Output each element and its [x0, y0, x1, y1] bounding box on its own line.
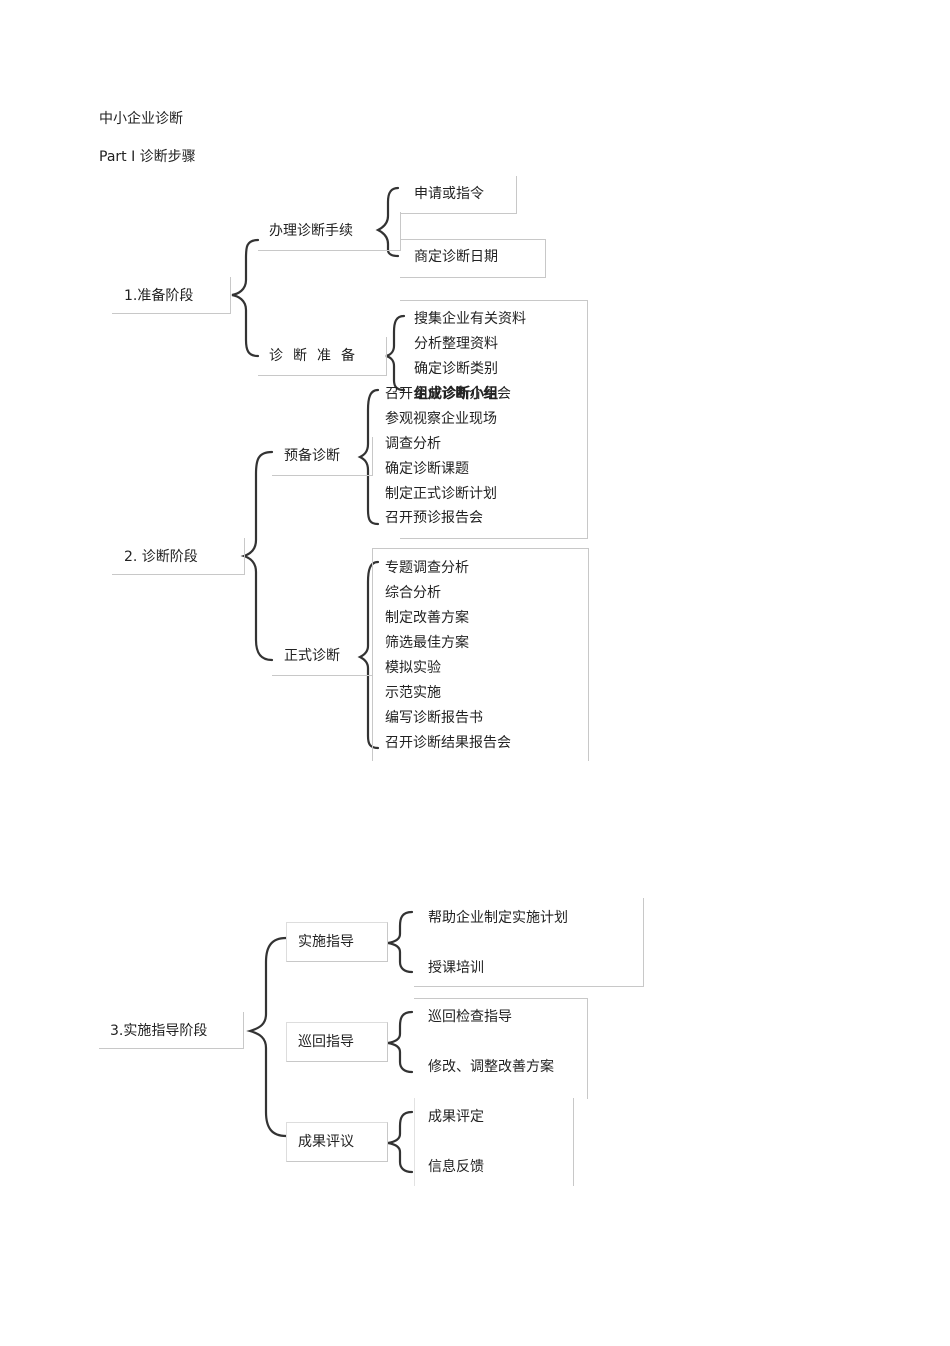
stage3-label: 3.实施指导阶段 [110, 1023, 208, 1039]
stage3-sub3-box [286, 1122, 388, 1162]
stage3-sub3-item-1: 成果评定 [428, 1109, 484, 1125]
stage2-sub2-label: 正式诊断 [284, 648, 340, 664]
stage3-sub3-label: 成果评议 [298, 1134, 354, 1150]
brace-stage3 [246, 936, 288, 1138]
stage2-sub2-item-6: 示范实施 [385, 685, 441, 701]
stage2-box [112, 538, 245, 575]
stage3-sub2-items-box [414, 998, 588, 1099]
stage3-sub3-items-border [573, 1098, 574, 1186]
document-title: 中小企业诊断 [99, 111, 183, 127]
stage3-sub2-label: 巡回指导 [298, 1034, 354, 1050]
stage3-sub2-box [286, 1022, 388, 1062]
stage2-sub2-item-1: 专题调查分析 [385, 560, 469, 576]
stage1-sub1-box [258, 212, 401, 251]
stage3-sub1-items-box [414, 898, 644, 987]
stage1-label: 1.准备阶段 [124, 288, 194, 304]
stage1-sub2-box [258, 337, 387, 376]
stage2-sub2-items-box [372, 548, 589, 761]
stage1-sub2-label: 诊断准备 [269, 348, 365, 364]
stage1-sub2-item-4: 组成诊断小组 [414, 386, 498, 402]
stage1-sub2-items-box [400, 300, 588, 539]
stage1-sub1-item-1: 申请或指令 [414, 186, 484, 202]
stage3-sub1-item-1: 帮助企业制定实施计划 [428, 910, 568, 926]
stage2-sub1-item-5: 制定正式诊断计划 [385, 486, 497, 502]
stage1-sub2-item-2: 分析整理资料 [414, 336, 498, 352]
stage3-box [99, 1012, 244, 1049]
stage2-sub1-item-1: 召开企业诊断介绍会 [385, 386, 511, 402]
stage1-sub2-item-3: 确定诊断类别 [414, 361, 498, 377]
stage3-sub1-label: 实施指导 [298, 934, 354, 950]
stage2-sub1-item-6: 召开预诊报告会 [385, 510, 483, 526]
stage3-sub3-items-left-border [414, 1098, 415, 1186]
stage2-sub2-item-2: 综合分析 [385, 585, 441, 601]
stage3-sub1-item-2: 授课培训 [428, 960, 484, 976]
brace-stage1 [231, 238, 260, 358]
stage1-sub1-item-2: 商定诊断日期 [414, 249, 498, 265]
stage1-sub1-label: 办理诊断手续 [269, 223, 353, 239]
stage2-sub1-label: 预备诊断 [284, 448, 340, 464]
stage3-sub2-item-1: 巡回检查指导 [428, 1009, 512, 1025]
stage2-sub2-item-8: 召开诊断结果报告会 [385, 735, 511, 751]
stage1-sub1-item-box-1 [400, 176, 517, 214]
stage1-sub1-item-box-2 [400, 239, 546, 278]
stage2-sub2-item-3: 制定改善方案 [385, 610, 469, 626]
stage1-box [112, 277, 231, 314]
brace-stage3-sub1 [387, 910, 414, 974]
stage2-sub2-item-7: 编写诊断报告书 [385, 710, 483, 726]
stage3-sub2-item-2: 修改、调整改善方案 [428, 1059, 554, 1075]
stage2-sub2-item-4: 筛选最佳方案 [385, 635, 469, 651]
stage3-sub3-item-2: 信息反馈 [428, 1159, 484, 1175]
stage2-sub1-item-2: 参观视察企业现场 [385, 411, 497, 427]
stage2-sub1-box [272, 437, 373, 476]
stage3-sub1-box [286, 922, 388, 962]
stage1-sub2-item-1: 搜集企业有关资料 [414, 311, 526, 327]
stage2-label: 2. 诊断阶段 [124, 549, 198, 565]
brace-stage2 [240, 450, 274, 662]
stage2-sub1-item-3: 调查分析 [385, 436, 441, 452]
brace-stage3-sub3 [387, 1110, 414, 1174]
brace-stage3-sub2 [387, 1010, 414, 1074]
stage2-sub1-item-4: 确定诊断课题 [385, 461, 469, 477]
stage2-sub2-item-5: 模拟实验 [385, 660, 441, 676]
section-subtitle: Part Ⅰ 诊断步骤 [99, 149, 196, 165]
